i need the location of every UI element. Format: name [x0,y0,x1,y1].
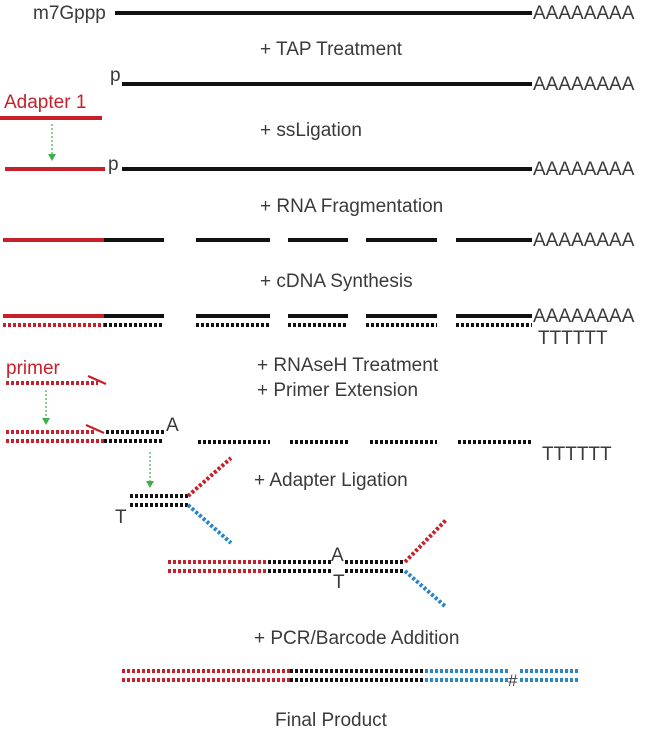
step-cdna: + cDNA Synthesis [260,271,413,292]
primer-arrow-icon [87,374,107,386]
t-overhang: T [115,507,127,528]
phosphate-label: p [110,65,121,86]
step-fragmentation: + RNA Fragmentation [260,196,443,217]
y-adapter-red-arm [186,456,233,498]
primer-label: primer [6,358,61,379]
primer-arrow-icon [85,423,105,435]
step-ssligation: + ssLigation [260,120,362,141]
green-arrow-head [42,418,50,425]
step-primer-extension: + Primer Extension [257,380,418,401]
ligated-red-arm [403,518,448,564]
barcode-mark: # [508,671,518,690]
final-product-label: Final Product [275,710,388,729]
polya-label: AAAAAAAA [533,74,635,95]
step-rnaseh: + RNAseH Treatment [257,355,439,376]
step-pcr: + PCR/Barcode Addition [254,628,459,649]
a-overhang: A [331,545,344,566]
t-overhang: T [333,572,345,593]
polyt-label: TTTTTT [542,444,612,465]
adapter1-label: Adapter 1 [4,92,86,113]
y-adapter-blue-arm [186,503,233,545]
green-arrow-head [146,481,154,488]
polya-label: AAAAAAAA [533,3,635,24]
polya-label: AAAAAAAA [533,230,635,251]
phosphate-label: p [108,154,119,175]
ligated-blue-arm [403,569,448,609]
step-adapter-ligation: + Adapter Ligation [254,470,408,491]
polyt-label: TTTTTT [538,328,608,349]
cap-label: m7Gppp [33,3,106,24]
polya-label: AAAAAAAA [533,306,635,327]
polya-label: AAAAAAAA [533,159,635,180]
a-overhang: A [166,415,179,436]
step-tap: + TAP Treatment [260,39,403,60]
green-arrow-head [48,154,56,161]
